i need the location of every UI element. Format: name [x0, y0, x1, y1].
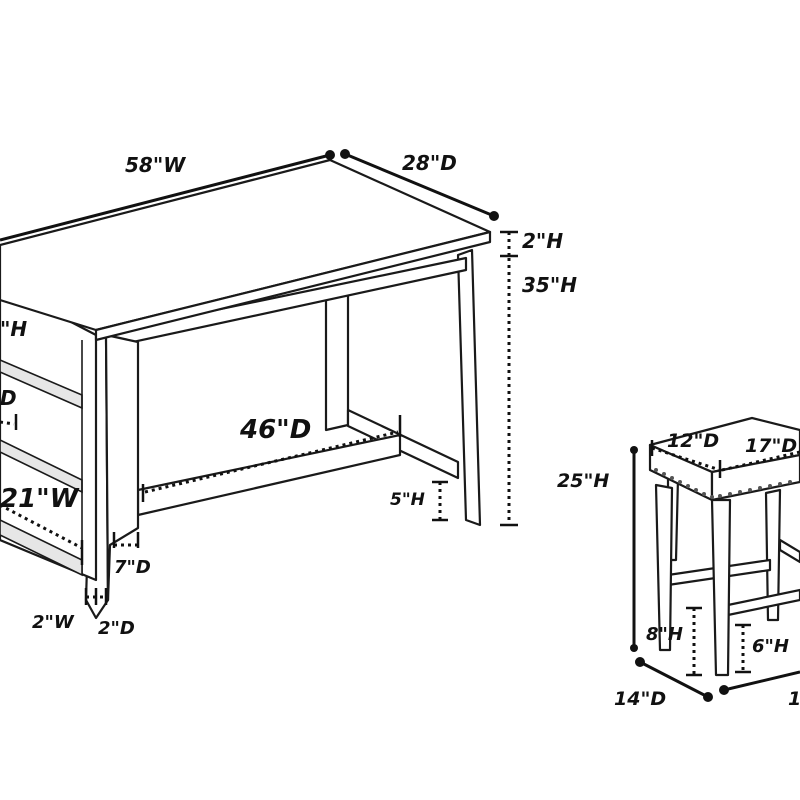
table-dimensions — [0, 149, 518, 605]
table-width-label: 58"W — [125, 153, 186, 177]
table-leg-right — [456, 248, 482, 527]
table-shelf-height-label: "H — [0, 317, 27, 341]
counter-table — [0, 158, 492, 620]
table-shelf-bottom — [0, 519, 83, 577]
table-stretcher-depth-label: 46"D — [239, 415, 311, 445]
stool-rail-front — [726, 588, 800, 617]
stool-rail-height-front-label: 8"H — [646, 624, 683, 645]
stool-seat-side — [710, 453, 800, 502]
table-apron-depth-label: 7"D — [114, 557, 151, 578]
table-top-edge — [94, 230, 492, 342]
table-top-thickness-label: 2"H — [522, 229, 563, 253]
stool-labels: 12"D 17"D 25"H 8"H 6"H 14"D 1 — [557, 430, 800, 710]
table-shelf-width-label: 21"W — [0, 484, 80, 514]
table-depth-label: 28"D — [402, 151, 457, 175]
stool-base-width-label: 1 — [788, 688, 800, 710]
stool-base-depth-label: 14"D — [614, 688, 666, 710]
table-leg-back-inner — [324, 284, 350, 432]
stool-nailhead-trim — [654, 468, 792, 499]
stool-leg-front-left — [654, 483, 674, 652]
table-shelf-depth-label: D — [0, 386, 17, 410]
stool-leg-front-center — [710, 498, 732, 677]
stool-leg-back-right — [764, 488, 782, 622]
table-floor-stretcher — [136, 433, 402, 517]
table-leg-width-label: 2"W — [32, 612, 75, 633]
stool-height-label: 25"H — [557, 470, 609, 492]
depth-line — [344, 152, 495, 218]
width-line — [0, 153, 331, 242]
stool-dimensions — [630, 440, 800, 702]
table-foot-height-label: 5"H — [390, 490, 425, 510]
table-labels: 58"W 28"D 2"H 35"H "H D 21"W 46"D 5"H 7"… — [0, 151, 577, 639]
table-leg-depth-label: 2"D — [98, 618, 135, 639]
stool-rail-right — [778, 538, 800, 564]
table-side-stretcher — [346, 408, 460, 480]
table-height-label: 35"H — [522, 273, 577, 297]
stool-seat-depth-label: 12"D — [667, 430, 719, 452]
stool-seat-width-label: 17"D — [745, 435, 797, 457]
stool-rail-height-back-label: 6"H — [752, 636, 789, 657]
